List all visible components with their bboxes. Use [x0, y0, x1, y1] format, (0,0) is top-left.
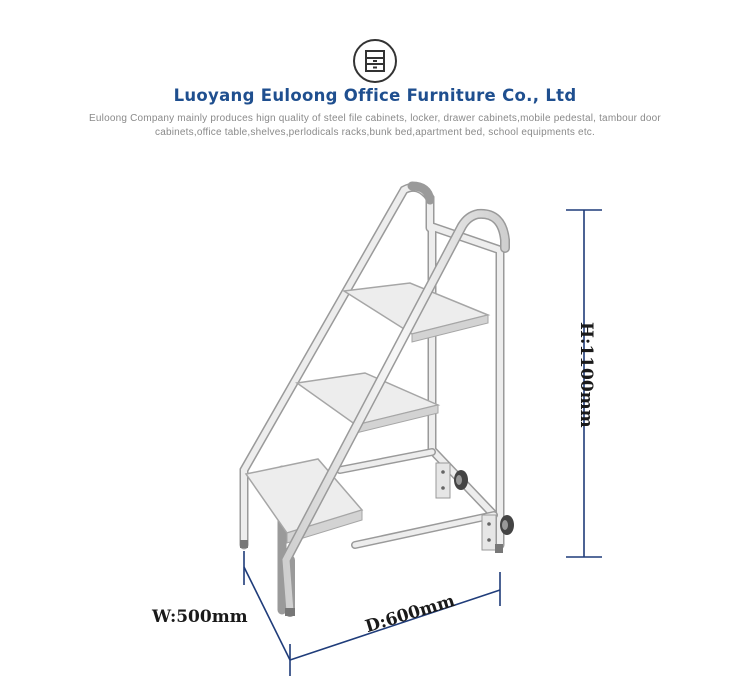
company-logo	[353, 39, 397, 83]
wheel-icon	[454, 470, 468, 490]
cabinet-icon	[365, 50, 385, 72]
step-ladder	[239, 181, 514, 617]
width-label: W:500mm	[152, 607, 248, 627]
height-dimension-line	[566, 209, 602, 558]
depth-dimension-line	[289, 572, 501, 661]
wheel-icon	[500, 515, 514, 535]
height-label: H:1100mm	[576, 322, 596, 428]
company-name: Luoyang Euloong Office Furniture Co., Lt…	[173, 86, 577, 105]
company-description: Euloong Company mainly produces hign qua…	[89, 113, 661, 138]
